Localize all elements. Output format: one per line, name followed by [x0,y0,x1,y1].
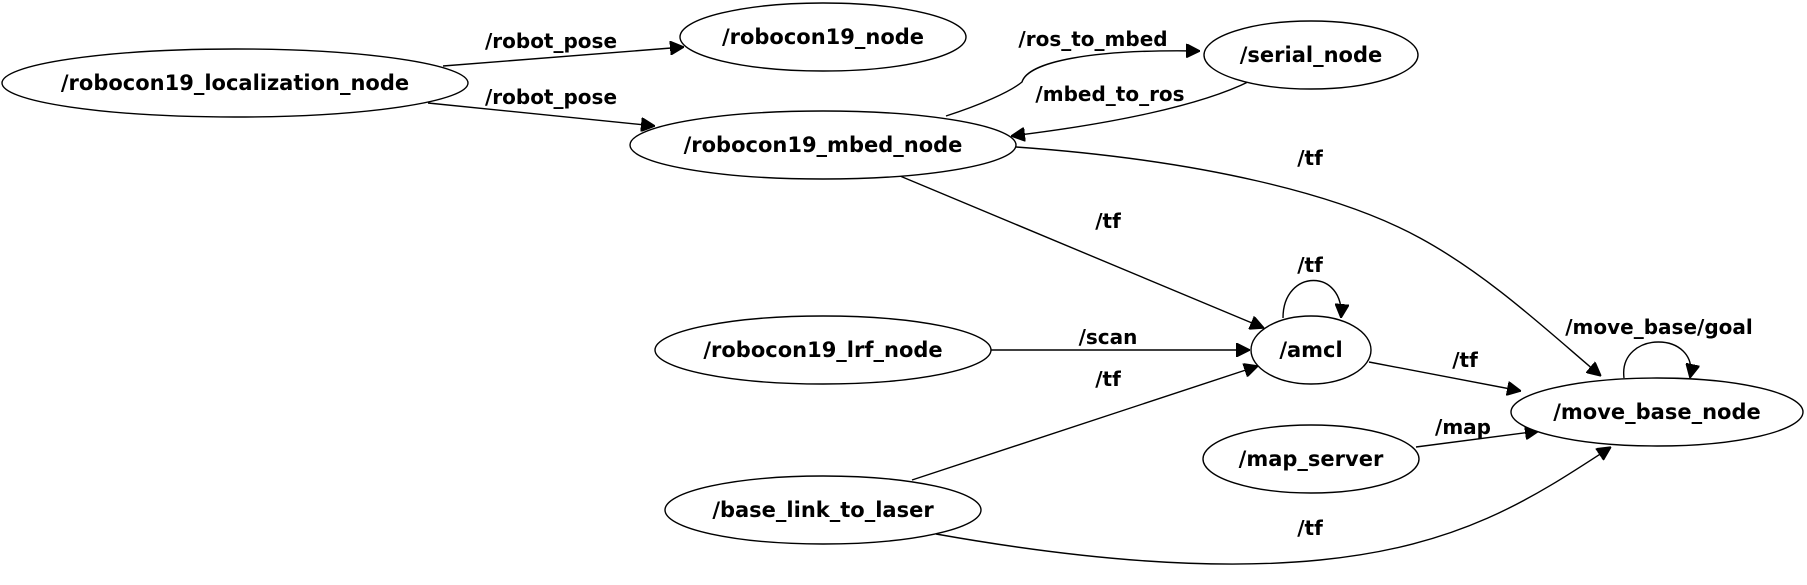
node-label: /robocon19_localization_node [61,71,409,95]
node-move-base[interactable]: /move_base_node [1510,377,1804,447]
node-label: /robocon19_mbed_node [684,133,963,157]
node-label: /map_server [1239,447,1384,471]
edge-label: /move_base/goal [1565,315,1752,339]
node-label: /serial_node [1240,43,1383,67]
edge-label: /ros_to_mbed [1018,27,1167,51]
edge-loc-to-robocon19: /robot_pose [442,29,684,67]
edge-label: /tf [1095,209,1121,233]
edge-base-link-to-move-base: /tf [935,447,1611,565]
edge-label: /mbed_to_ros [1035,82,1184,106]
edge-mbed-to-serial: /ros_to_mbed [945,27,1200,117]
node-label: /amcl [1279,338,1342,362]
node-label: /move_base_node [1553,400,1761,424]
node-map-server[interactable]: /map_server [1202,424,1420,494]
edge-label: /robot_pose [485,29,617,53]
node-robocon19-lrf[interactable]: /robocon19_lrf_node [654,315,992,385]
node-base-link-to-laser[interactable]: /base_link_to_laser [664,475,982,545]
edge-label: /tf [1452,348,1478,372]
node-label: /base_link_to_laser [712,498,934,522]
edge-label: /map [1435,415,1491,439]
node-robocon19-mbed[interactable]: /robocon19_mbed_node [629,110,1017,180]
node-robocon19-localization[interactable]: /robocon19_localization_node [1,48,469,118]
node-robocon19[interactable]: /robocon19_node [679,2,967,72]
edge-loc-to-mbed: /robot_pose [427,85,655,126]
edge-map-to-move-base: /map [1415,415,1539,448]
node-label: /robocon19_node [722,25,924,49]
edge-serial-to-mbed: /mbed_to_ros [1011,80,1251,136]
edge-mbed-to-amcl: /tf [899,175,1264,328]
edge-label: /scan [1079,325,1138,349]
edge-amcl-self: /tf [1282,253,1341,318]
edge-lrf-to-amcl: /scan [991,325,1250,350]
edge-base-link-to-amcl: /tf [911,366,1258,481]
edge-move-base-self: /move_base/goal [1565,315,1753,378]
edge-label: /tf [1095,367,1121,391]
edge-label: /tf [1297,253,1323,277]
edge-label: /robot_pose [485,85,617,109]
node-serial[interactable]: /serial_node [1203,20,1419,90]
node-label: /robocon19_lrf_node [703,338,942,362]
edge-mbed-to-move-base: /tf [1015,146,1601,376]
edge-amcl-to-move-base: /tf [1368,348,1521,391]
edge-label: /tf [1297,146,1323,170]
edge-label: /tf [1297,516,1323,540]
node-amcl[interactable]: /amcl [1250,315,1372,385]
